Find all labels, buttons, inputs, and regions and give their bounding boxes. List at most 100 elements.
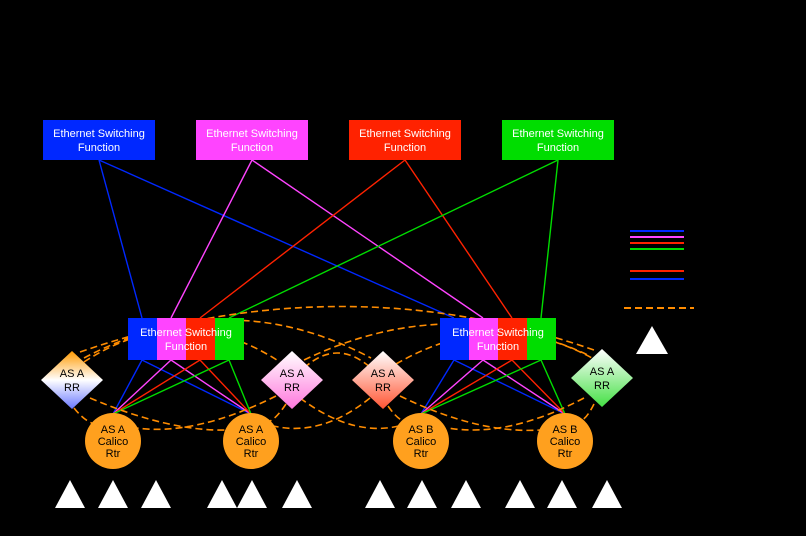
link-spine4-tor2 bbox=[540, 159, 559, 319]
route-reflector-2: AS A RR bbox=[261, 351, 323, 409]
link-spine2-tor2 bbox=[251, 159, 484, 319]
calico-router-label: Rtr bbox=[414, 448, 429, 460]
route-reflector-diamond bbox=[571, 349, 633, 407]
spine-switch-label: Function bbox=[384, 142, 426, 154]
calico-router-label: Calico bbox=[550, 436, 581, 448]
link-spine4-tor1 bbox=[228, 159, 559, 319]
spine-switch-box bbox=[43, 120, 155, 160]
route-reflector-label: AS A bbox=[60, 368, 85, 380]
route-reflector-3: AS A RR bbox=[352, 351, 414, 409]
calico-router-label: Calico bbox=[406, 436, 437, 448]
link-spine3-tor1 bbox=[199, 159, 406, 319]
bgp-rr2-rtr2 bbox=[261, 403, 287, 423]
workload-triangle bbox=[237, 480, 267, 508]
spine-switch-label: Function bbox=[537, 142, 579, 154]
route-reflector-1: AS A RR bbox=[41, 351, 103, 409]
calico-router-circle bbox=[85, 413, 141, 469]
link-tor2-rtr3 bbox=[420, 359, 542, 415]
spine-switch-2: Ethernet Switching Function bbox=[196, 120, 308, 160]
route-reflector-diamond bbox=[41, 351, 103, 409]
bgp-rr2-rtr1 bbox=[135, 395, 277, 431]
bgp-rr3-rtr2 bbox=[265, 397, 371, 430]
tor-switch-label: Ethernet Switching bbox=[452, 327, 544, 339]
route-reflector-label: RR bbox=[64, 382, 80, 394]
tor-switch-1: Ethernet Switching Function bbox=[128, 318, 244, 360]
link-tor1-rtr1 bbox=[112, 359, 143, 415]
calico-router-label: AS A bbox=[101, 424, 126, 436]
workload-triangle bbox=[98, 480, 128, 508]
spine-switch-label: Function bbox=[78, 142, 120, 154]
tor-switch-2: Ethernet Switching Function bbox=[440, 318, 556, 360]
bgp-rr1-rtr2 bbox=[89, 397, 229, 431]
link-spine2-tor1 bbox=[170, 159, 253, 319]
tor-segment bbox=[128, 318, 157, 360]
route-reflector-label: AS A bbox=[280, 368, 305, 380]
bgp-rr4-rtr3 bbox=[447, 397, 585, 431]
calico-router-label: Calico bbox=[236, 436, 267, 448]
spine-switch-label: Function bbox=[231, 142, 273, 154]
bgp-rr1-rr3 bbox=[83, 319, 372, 359]
bgp-rr2-rr3 bbox=[303, 352, 372, 369]
workload-triangle bbox=[505, 480, 535, 508]
calico-router-label: Calico bbox=[98, 436, 129, 448]
calico-router-label: AS B bbox=[552, 424, 577, 436]
bgp-rr2-rtr3 bbox=[299, 397, 407, 430]
workload-triangle bbox=[592, 480, 622, 508]
spine-switch-1: Ethernet Switching Function bbox=[43, 120, 155, 160]
link-spine1-tor1 bbox=[98, 159, 143, 319]
link-tor1-rtr1 bbox=[112, 359, 172, 415]
tor-segment bbox=[469, 318, 498, 360]
spine-switch-3: Ethernet Switching Function bbox=[349, 120, 461, 160]
tor-switch-label: Ethernet Switching bbox=[140, 327, 232, 339]
link-spine1-tor2 bbox=[98, 159, 455, 319]
link-tor2-rtr3 bbox=[420, 359, 455, 415]
calico-router-circle bbox=[537, 413, 593, 469]
calico-router-label: AS B bbox=[408, 424, 433, 436]
tor-router-links bbox=[112, 359, 566, 415]
tor-segment bbox=[157, 318, 186, 360]
legend-triangle bbox=[636, 326, 668, 354]
spine-switch-label: Ethernet Switching bbox=[53, 128, 145, 140]
spine-switch-box bbox=[349, 120, 461, 160]
workload-triangle bbox=[282, 480, 312, 508]
workload-triangle bbox=[547, 480, 577, 508]
link-tor2-rtr4 bbox=[540, 359, 566, 415]
workload-triangle bbox=[141, 480, 171, 508]
route-reflector-label: RR bbox=[594, 380, 610, 392]
calico-router-circle bbox=[393, 413, 449, 469]
calico-router-2: AS A Calico Rtr bbox=[223, 413, 279, 469]
route-reflector-label: AS A bbox=[371, 368, 396, 380]
spine-switch-label: Ethernet Switching bbox=[512, 128, 604, 140]
tor-switch-label: Function bbox=[477, 341, 519, 353]
spine-switch-box bbox=[196, 120, 308, 160]
calico-router-1: AS A Calico Rtr bbox=[85, 413, 141, 469]
spine-switch-label: Ethernet Switching bbox=[206, 128, 298, 140]
calico-router-label: Rtr bbox=[558, 448, 573, 460]
link-spine3-tor2 bbox=[404, 159, 513, 319]
spine-tor-links bbox=[98, 159, 559, 319]
tor-segment bbox=[498, 318, 527, 360]
workload-triangles bbox=[55, 480, 622, 508]
workload-triangle bbox=[207, 480, 237, 508]
route-reflector-diamond bbox=[261, 351, 323, 409]
tor-segment bbox=[440, 318, 469, 360]
link-tor1-rtr2 bbox=[141, 359, 252, 415]
calico-router-4: AS B Calico Rtr bbox=[537, 413, 593, 469]
tor-segment bbox=[215, 318, 244, 360]
route-reflector-label: AS A bbox=[590, 366, 615, 378]
route-reflector-4: AS A RR bbox=[571, 349, 633, 407]
link-tor2-rtr3 bbox=[420, 359, 484, 415]
route-reflector-diamond bbox=[352, 351, 414, 409]
workload-triangle bbox=[407, 480, 437, 508]
route-reflector-label: RR bbox=[375, 382, 391, 394]
link-tor2-rtr3 bbox=[420, 359, 513, 415]
tor-switch-label: Function bbox=[165, 341, 207, 353]
workload-triangle bbox=[365, 480, 395, 508]
link-tor1-rtr1 bbox=[112, 359, 201, 415]
tor-segment bbox=[527, 318, 556, 360]
spine-switch-box bbox=[502, 120, 614, 160]
spine-switch-label: Ethernet Switching bbox=[359, 128, 451, 140]
calico-router-label: AS A bbox=[239, 424, 264, 436]
